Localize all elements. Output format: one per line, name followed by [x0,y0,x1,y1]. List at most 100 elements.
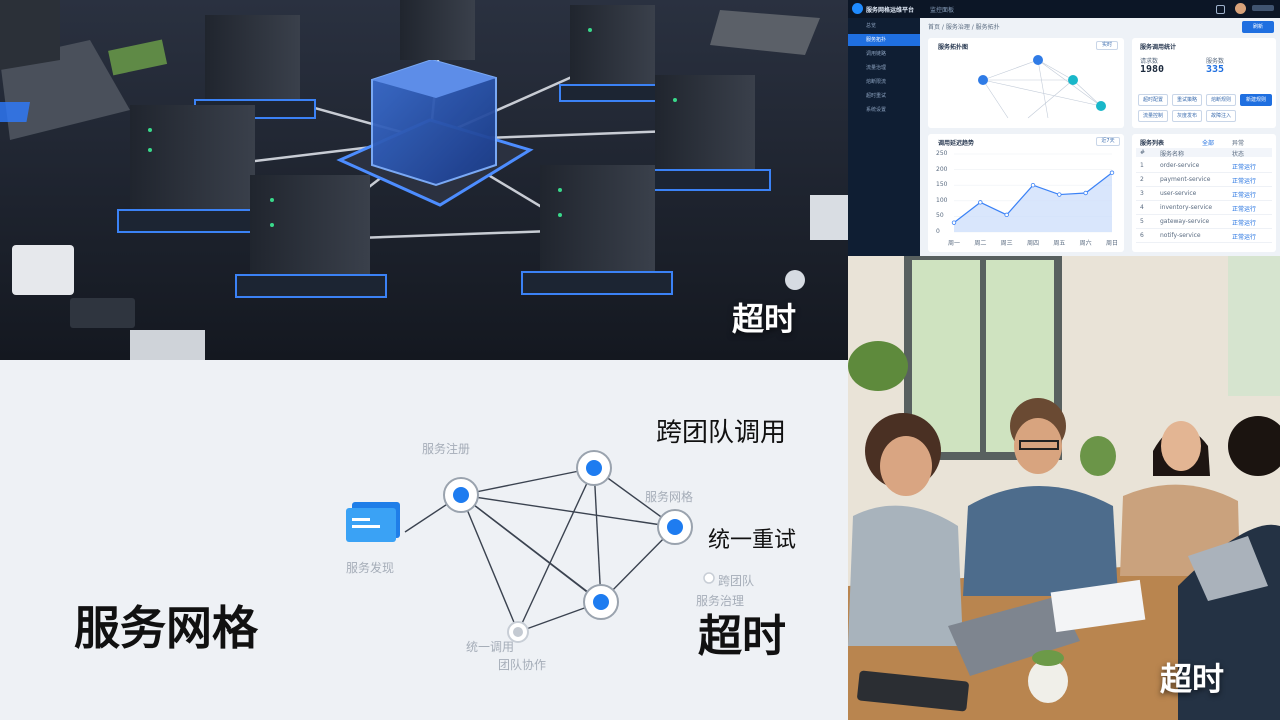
tablet-icon [857,670,969,712]
sidebar-item-topology[interactable]: 服务拓扑 [848,34,920,46]
table-header-row: # 服务名称 状态 [1136,148,1272,158]
diagram-timeout-label: 超时 [698,611,786,662]
router-icon [12,245,74,295]
page-title: 服务网格 [74,601,258,655]
status-led-icons [148,28,677,227]
trend-point [951,220,957,225]
table-row[interactable]: 3 user-service 正常运行 [1136,188,1272,201]
service-folder-icon [346,502,400,542]
table-cell-index: 4 [1140,204,1144,211]
trend-area [954,172,1112,232]
mesh-node-4 [583,584,619,620]
topology-mini-graph [978,55,1106,119]
trend-x-tick: 周六 [1079,240,1092,247]
trend-x-tick: 周日 [1106,240,1119,247]
mesh-node-1 [443,477,479,513]
sidebar-item-timeout-retry[interactable]: 超时重试 [866,93,887,99]
trend-point [1083,190,1088,196]
trend-x-tick: 周一 [948,240,961,247]
cross-team-call-label: 跨团队调用 [656,418,787,448]
trend-x-tick: 周四 [1027,240,1040,247]
photo-timeout-label: 超时 [1160,660,1225,698]
retry-policy-button[interactable]: 重试策略 [1172,94,1202,106]
faint-label-unified-call: 统一调用 [466,640,515,654]
faint-label-team-collab: 团队协作 [498,658,547,672]
service-mesh-diagram-panel: 服务注册 服务网格 服务发现 跨团队 服务治理 统一调用 团队协作 跨团队调用 … [0,360,848,720]
sidebar-item-tracing[interactable]: 调用链路 [866,51,887,57]
table-cell-name[interactable]: user-service [1160,190,1197,197]
stat-requests-label: 请求数 [1140,58,1159,65]
table-header-status: 状态 [1232,151,1245,158]
app-logo-icon [852,3,863,14]
topology-tag[interactable]: 实时 [1096,41,1118,50]
header-tab[interactable]: 监控面板 [930,7,955,14]
new-rule-button[interactable]: 新建规则 [1240,94,1272,106]
table-cell-name[interactable]: order-service [1160,162,1200,169]
dashboard-topbar: 服务网格运维平台 监控面板 [848,0,1280,18]
laptop-icon [948,596,1080,676]
trend-point [1004,212,1009,218]
settings-icon[interactable] [1252,5,1274,11]
trend-range-tag[interactable]: 近7天 [1096,137,1120,146]
topology-card: 服务拓扑图 实时 [928,38,1124,128]
trend-y-tick: 0 [936,228,940,235]
stat-requests-value: 1980 [1140,64,1165,75]
paper-icon [1050,579,1146,633]
mesh-node-5-faded [507,621,529,643]
core-server-icon [336,58,534,207]
laptop-icon [0,0,130,140]
avatar[interactable] [1235,3,1246,14]
faint-label-cross-team: 跨团队 [718,574,755,588]
faint-label-service-mesh: 服务网格 [645,490,694,504]
notification-icon[interactable] [1216,5,1225,14]
table-cell-name[interactable]: gateway-service [1160,218,1210,225]
mesh-nodes [443,450,715,643]
trend-line-chart [951,153,1115,233]
stats-card-title: 服务调用统计 [1140,44,1177,51]
circuit-board-icon [108,39,168,76]
fault-injection-button[interactable]: 故障注入 [1206,110,1236,122]
mesh-node-2 [576,450,612,486]
team-meeting-photo: 超时 [848,256,1280,720]
dashboard-panel: 服务网格运维平台 监控面板 总览 服务拓扑 调用链路 流量治理 熔断限流 超时重… [848,0,1280,256]
table-cell-index: 5 [1140,218,1144,225]
keyboard-icon [710,10,820,55]
table-cell-status: 正常运行 [1232,192,1257,199]
trend-y-tick: 250 [936,150,948,157]
person-left [848,413,963,646]
table-cell-status: 正常运行 [1232,178,1257,185]
canary-release-button[interactable]: 灰度发布 [1172,110,1202,122]
circuit-rule-button[interactable]: 熔断规则 [1206,94,1236,106]
trend-card-title: 调用延迟趋势 [938,140,975,147]
timeout-config-button[interactable]: 超时配置 [1138,94,1168,106]
sidebar-item-traffic[interactable]: 流量治理 [866,65,887,71]
breadcrumb: 首页 / 服务治理 / 服务拓扑 [928,24,1000,31]
plant-icon [848,341,1116,476]
sidebar-item-overview[interactable]: 总览 [866,23,877,29]
trend-point [1109,170,1115,175]
table-cell-name[interactable]: notify-service [1160,232,1201,239]
table-tab-error[interactable]: 异常 [1232,140,1245,147]
table-cell-status: 正常运行 [1232,206,1257,213]
table-row[interactable]: 2 payment-service 正常运行 [1136,174,1272,187]
table-cell-name[interactable]: payment-service [1160,176,1211,183]
sidebar-item-circuit-breaker[interactable]: 熔断限流 [866,79,887,85]
trend-x-tick: 周二 [974,240,987,247]
sidebar-item-settings[interactable]: 系统设置 [866,107,887,113]
trend-y-tick: 200 [936,165,948,173]
topology-card-title: 服务拓扑图 [938,44,969,51]
table-header-name: 服务名称 [1160,151,1185,158]
table-cell-name[interactable]: inventory-service [1160,204,1213,211]
table-tab-all[interactable]: 全部 [1202,140,1215,147]
table-cell-index: 2 [1140,176,1144,183]
faint-label-service-registry: 服务注册 [422,442,471,456]
dashboard-main: 首页 / 服务治理 / 服务拓扑 刷新 服务拓扑图 实时 服务调用统计 请求数 [920,18,1280,256]
table-row[interactable]: 4 inventory-service 正常运行 [1136,202,1272,215]
refresh-button[interactable]: 刷新 [1242,21,1274,33]
table-cell-index: 3 [1140,190,1144,197]
traffic-control-button[interactable]: 流量控制 [1138,110,1168,122]
